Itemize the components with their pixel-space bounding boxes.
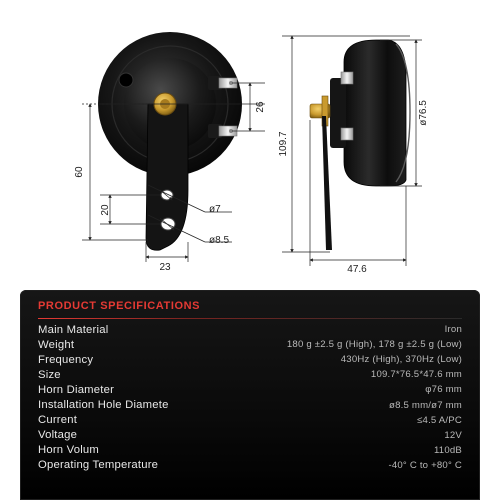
side-dimensions — [282, 35, 422, 266]
spec-label: Frequency — [38, 353, 94, 366]
spec-value: Iron — [444, 324, 462, 336]
spec-row-weight: Weight 180 g ±2.5 g (High), 178 g ±2.5 g… — [38, 337, 462, 352]
spec-row-installation-hole: Installation Hole Diamete ø8.5 mm/ø7 mm — [38, 397, 462, 412]
dim-large-hole: ø8.5 — [209, 235, 229, 246]
specifications-list: Main Material Iron Weight 180 g ±2.5 g (… — [38, 322, 462, 473]
spec-row-horn-volume: Horn Volum 110dB — [38, 443, 462, 458]
dim-depth: 47.6 — [347, 264, 367, 275]
side-body — [343, 39, 407, 187]
spec-row-horn-diameter: Horn Diameter φ76 mm — [38, 382, 462, 397]
side-terminal-lower — [340, 127, 354, 141]
dim-bracket-width: 23 — [159, 262, 171, 273]
spec-value: ≤4.5 A/PC — [417, 414, 462, 426]
front-dimensions — [82, 82, 265, 262]
dim-hole-spacing: 20 — [100, 204, 111, 216]
spec-label: Operating Temperature — [38, 459, 159, 472]
specifications-panel: PRODUCT SPECIFICATIONS Main Material Iro… — [20, 290, 480, 500]
spec-value: φ76 mm — [425, 384, 462, 396]
spec-value: 430Hz (High), 370Hz (Low) — [340, 354, 462, 366]
spec-value: 110dB — [433, 444, 462, 456]
spec-label: Current — [38, 414, 78, 427]
spec-label: Weight — [38, 338, 75, 351]
spec-row-operating-temperature: Operating Temperature -40° C to +80° C — [38, 458, 462, 473]
dim-bracket-height: 60 — [74, 166, 85, 178]
spec-value: ø8.5 mm/ø7 mm — [389, 399, 462, 411]
spec-row-current: Current ≤4.5 A/PC — [38, 413, 462, 428]
spec-label: Main Material — [38, 323, 109, 336]
spec-value: -40° C to +80° C — [388, 459, 462, 471]
technical-drawing: 26 60 20 ø7 ø8.5 23 109.7 ø76.5 47.6 — [74, 32, 429, 275]
spec-label: Horn Volum — [38, 444, 100, 457]
front-hole — [118, 72, 134, 88]
terminal-upper — [208, 76, 238, 90]
spec-value: 180 g ±2.5 g (High), 178 g ±2.5 g (Low) — [286, 339, 462, 351]
spec-value: 12V — [444, 429, 462, 441]
bracket-hole-small — [160, 189, 174, 201]
spec-row-main-material: Main Material Iron — [38, 322, 462, 337]
spec-row-voltage: Voltage 12V — [38, 428, 462, 443]
dim-small-hole: ø7 — [209, 204, 221, 215]
spec-label: Voltage — [38, 429, 78, 442]
dim-overall-height: 109.7 — [278, 131, 289, 156]
front-dimension-labels: 26 60 20 ø7 ø8.5 23 — [74, 101, 266, 273]
spec-label: Horn Diameter — [38, 383, 115, 396]
spec-value: 109.7*76.5*47.6 mm — [370, 369, 462, 381]
dim-terminal-spacing: 26 — [255, 101, 266, 113]
specifications-title: PRODUCT SPECIFICATIONS — [38, 300, 201, 312]
dim-body-diameter: ø76.5 — [418, 100, 429, 126]
spec-label: Installation Hole Diamete — [38, 399, 169, 412]
spec-row-size: Size 109.7*76.5*47.6 mm — [38, 367, 462, 382]
bracket-hole-large — [160, 217, 176, 231]
horn-side-view — [309, 39, 411, 250]
title-divider — [38, 318, 462, 319]
side-terminal-upper — [340, 71, 354, 85]
side-bracket — [322, 116, 332, 250]
terminal-lower — [208, 124, 238, 138]
spec-row-frequency: Frequency 430Hz (High), 370Hz (Low) — [38, 352, 462, 367]
spec-label: Size — [38, 368, 61, 381]
mounting-bracket — [145, 103, 189, 251]
side-dimension-labels: 109.7 ø76.5 47.6 — [278, 100, 429, 275]
horn-front-view — [98, 32, 242, 251]
